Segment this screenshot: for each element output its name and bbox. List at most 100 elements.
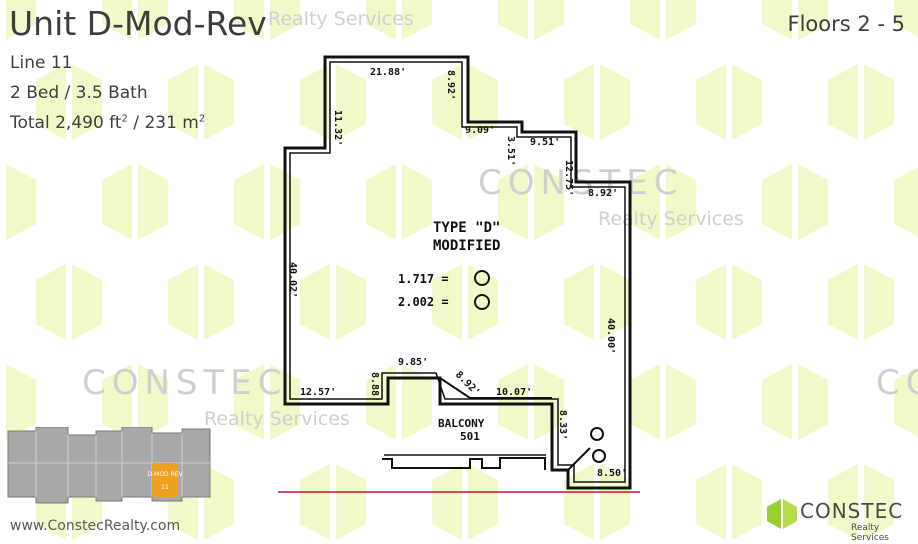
area-m: / 231 m <box>127 113 199 133</box>
watermark-tile <box>498 364 528 440</box>
watermark-tile <box>600 464 630 540</box>
watermark-tile <box>894 367 918 437</box>
watermark-tile <box>300 64 330 140</box>
unit-total-area: Total 2,490 ft2 / 231 m2 <box>10 113 205 133</box>
area-ft-sup: 2 <box>121 113 128 125</box>
plan-dimension: 40.00' <box>605 318 616 354</box>
constec-logo: CONSTEC Realty Services <box>767 495 915 543</box>
watermark-tile <box>336 464 366 540</box>
watermark-tile <box>402 364 432 440</box>
watermark-tile <box>534 0 564 40</box>
plan-dimension: 9.51' <box>530 137 560 148</box>
watermark-tile <box>6 364 36 440</box>
watermark-tile <box>402 164 432 240</box>
watermark-sub-3: Realty Services <box>268 8 414 30</box>
plan-balcony-num: 501 <box>460 430 480 443</box>
watermark-tile <box>204 64 234 140</box>
key-plan: D-MOD REV 11 <box>7 427 211 504</box>
watermark-tile <box>630 0 660 40</box>
plan-inner-wall <box>289 61 626 483</box>
watermark-tile <box>336 264 366 340</box>
balcony-outline <box>382 457 546 470</box>
watermark-tile <box>864 264 894 340</box>
plan-type-label: TYPE "D" <box>433 220 500 236</box>
watermark-tile <box>666 0 696 40</box>
plan-modified-label: MODIFIED <box>433 238 500 254</box>
legend-circle-2 <box>474 294 490 310</box>
watermark-brand-2: CONSTEC <box>82 363 288 403</box>
watermark-tile <box>666 364 696 440</box>
watermark-tile <box>36 264 66 340</box>
watermark-tile <box>234 164 264 240</box>
watermark-tile <box>204 264 234 340</box>
watermark-tile <box>468 264 498 340</box>
watermark-tile <box>696 64 726 140</box>
area-m-sup: 2 <box>198 113 206 125</box>
plan-legend-2: 2.002 = <box>398 295 449 309</box>
unit-beds-baths: 2 Bed / 3.5 Bath <box>10 83 148 103</box>
watermark-tile <box>270 0 300 40</box>
watermark-tile <box>204 464 234 540</box>
watermark-tile <box>534 164 564 240</box>
legend-circle-3 <box>590 427 604 441</box>
logo-name: CONSTEC <box>800 499 904 523</box>
key-plan-highlight <box>152 463 178 497</box>
plan-dimension: 8.92' <box>453 369 482 398</box>
watermark-tile <box>72 64 102 140</box>
watermark-tile <box>366 0 396 40</box>
plan-dimension: 9.85' <box>398 357 428 368</box>
plan-dimension: 11.32' <box>332 110 343 146</box>
key-plan-unit-label: D-MOD REV <box>147 471 183 478</box>
watermark-sub: Realty Services <box>598 208 744 230</box>
watermark-tile <box>72 264 102 340</box>
watermark-tile <box>564 464 594 540</box>
watermark-tile <box>366 164 396 240</box>
watermark-tile <box>564 64 594 140</box>
area-ft: Total 2,490 ft <box>10 113 122 133</box>
website-link[interactable]: www.ConstecRealty.com <box>10 518 181 534</box>
watermark-tile <box>828 264 858 340</box>
watermark-tile <box>798 364 828 440</box>
watermark-tile <box>564 264 594 340</box>
legend-circle-1 <box>474 270 490 286</box>
unit-line: Line 11 <box>10 53 73 73</box>
plan-dimension: 10.07' <box>496 387 532 398</box>
watermark-tile <box>600 264 630 340</box>
key-plan-line-num: 11 <box>161 484 169 491</box>
plan-dimension: 3.51' <box>505 136 516 166</box>
watermark-tile <box>498 0 528 40</box>
floors-label: Floors 2 - 5 <box>787 12 905 36</box>
watermark-tile <box>864 464 894 540</box>
watermark-tile <box>102 364 132 440</box>
watermark-tile <box>498 164 528 240</box>
plan-dimension: 8.92' <box>588 188 618 199</box>
watermark-tile <box>732 64 762 140</box>
watermark-tile <box>798 0 828 40</box>
plan-dimension: 8.92' <box>445 70 456 100</box>
watermark-tile <box>234 364 264 440</box>
logo-mark-icon <box>767 499 797 529</box>
watermark-tile <box>732 264 762 340</box>
watermark-tile <box>894 0 918 37</box>
watermark-tile <box>534 364 564 440</box>
watermark-tile <box>336 64 366 140</box>
watermark-tile <box>864 64 894 140</box>
watermark-tile <box>402 0 432 40</box>
watermark-tile <box>762 364 792 440</box>
diag-wall <box>439 377 552 399</box>
watermark-brand-3: CONSTEC <box>876 363 918 403</box>
watermark-tile <box>630 164 660 240</box>
plan-balcony-label: BALCONY <box>438 417 485 430</box>
watermark-tile <box>168 264 198 340</box>
watermark-tile <box>300 464 330 540</box>
plan-dimension: 12.57' <box>300 387 336 398</box>
watermark-tile <box>432 64 462 140</box>
unit-title: Unit D-Mod-Rev <box>9 4 267 43</box>
watermark-tile <box>102 0 132 40</box>
plan-outer-wall <box>283 55 632 490</box>
watermark-tile <box>468 464 498 540</box>
watermark-tile <box>102 164 132 240</box>
plan-dimension: 9.09' <box>465 125 495 136</box>
